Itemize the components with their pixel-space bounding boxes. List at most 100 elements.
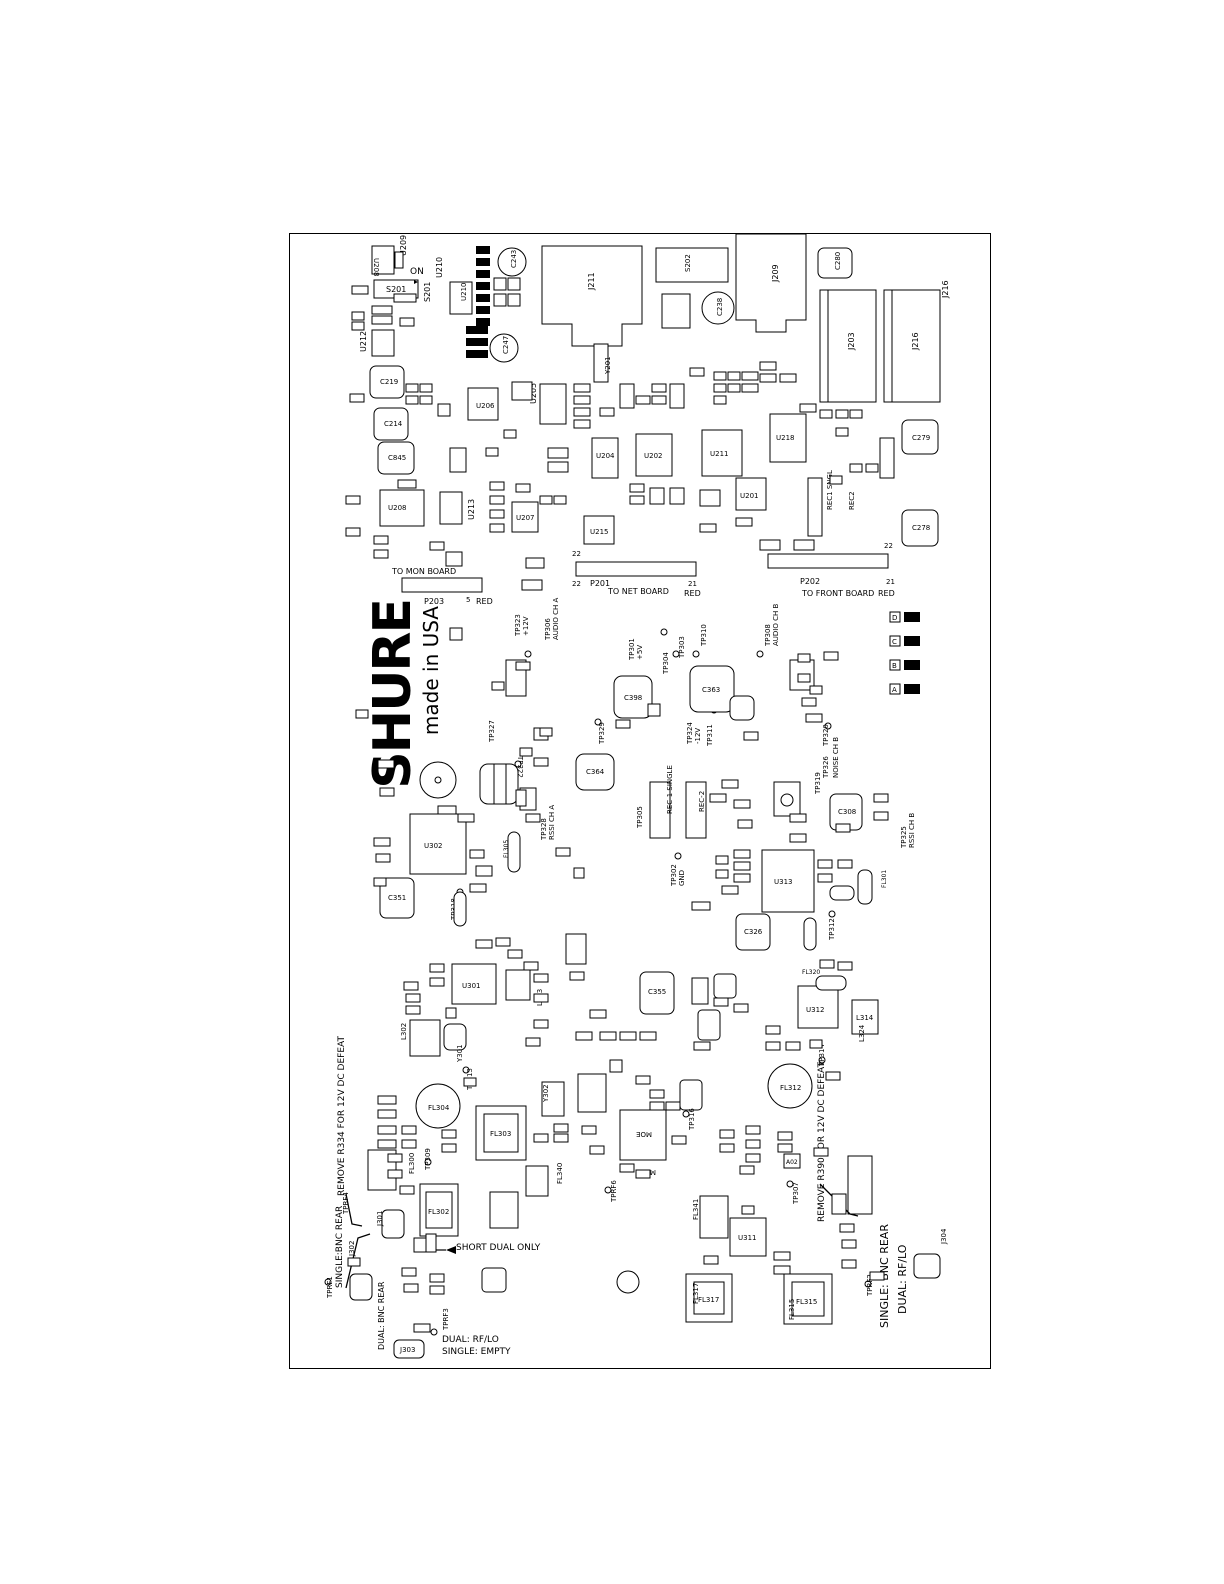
r-smd-1	[351, 285, 369, 295]
lower-section: C355 U301 L313 L302 Y301 U312 L314 L324 …	[324, 933, 948, 1359]
c238-label: C238	[716, 298, 724, 316]
tp324-desc: -12V	[694, 728, 702, 744]
c278-label: C278	[912, 524, 930, 532]
j209-outline	[735, 234, 807, 333]
c351-label: C351	[388, 894, 406, 902]
tp301-desc: +5V	[636, 645, 644, 660]
rec1-jumper	[649, 781, 671, 839]
u313-label: U313	[774, 878, 792, 886]
tp306-label: TP306	[544, 618, 552, 641]
r390-leader	[819, 1183, 859, 1217]
tprf6-label: TPRF6	[610, 1180, 618, 1203]
c280-outline	[817, 247, 853, 279]
lower-passives	[347, 937, 885, 1333]
c279-label: C279	[912, 434, 930, 442]
r-smd-7	[393, 293, 417, 303]
u204-label: U204	[596, 452, 615, 460]
tprf4-label: TPRF4	[342, 1192, 350, 1215]
upper-passives	[345, 361, 879, 591]
u211-outline	[701, 429, 743, 477]
j304-outline	[913, 1253, 941, 1279]
fl301-label: FL301	[881, 870, 888, 888]
u220-outline	[661, 293, 691, 329]
y201-outline	[593, 343, 609, 383]
tp308-pad	[756, 650, 764, 658]
p202-pin-a: 22	[884, 542, 893, 550]
u202-outline	[635, 433, 673, 477]
a02-label: A02	[786, 1159, 798, 1166]
c219-outline	[369, 365, 405, 399]
u301-label: U301	[462, 982, 480, 990]
r390-note: REMOVE R390 FOR 12V DC DEFEAT	[817, 1062, 827, 1222]
u209-label-b: U209	[399, 235, 408, 256]
c214-outline	[373, 407, 409, 441]
fl302-label: FL302	[428, 1208, 449, 1216]
l324-label: L324	[858, 1024, 866, 1042]
tp306-desc: AUDIO CH A	[552, 598, 560, 640]
tp304-label: TP304	[662, 652, 670, 675]
j216-outline	[883, 289, 941, 403]
rec2-label: REC-2	[698, 791, 706, 812]
j302-outline	[349, 1273, 373, 1301]
fl312-outline	[767, 1063, 813, 1109]
pcb-silkscreen-diagram: U208 U209 S201 S201 ON U210 U210	[289, 233, 991, 1369]
single-bnc-rear-left: SINGLE:BNC REAR	[335, 1206, 345, 1288]
u307-outline	[691, 977, 709, 1005]
rec2-top-label: REC2	[848, 491, 856, 510]
c280-label: C280	[834, 252, 842, 270]
fl303-label: FL303	[490, 1130, 511, 1138]
j304-dual-note: DUAL: RF/LO	[896, 1244, 909, 1314]
tprf2-label: TPRF2	[866, 1274, 874, 1297]
j211-outline	[541, 245, 643, 347]
fl305-outline	[507, 831, 521, 873]
c348-outline	[697, 1009, 721, 1041]
p202-board-label: TO FRONT BOARD	[801, 589, 874, 598]
tp308-label: TP308	[764, 624, 772, 647]
j302-label: J302	[348, 1241, 356, 1257]
j216-side-label: J216	[941, 280, 950, 299]
tp302-desc: GND	[678, 870, 686, 886]
c326-outline	[735, 913, 771, 951]
on-arrow-icon	[414, 280, 418, 284]
y301-label: Y301	[456, 1044, 464, 1063]
tp306-pad	[524, 650, 532, 658]
tp324-label: TP324	[686, 722, 694, 745]
fl341-label: FL341	[692, 1199, 700, 1220]
tp314-pad	[818, 1056, 826, 1064]
fl309-outline	[829, 885, 855, 901]
p203-wire: RED	[476, 597, 493, 606]
r334-note: REMOVE R334 FOR 12V DC DEFEAT	[337, 1036, 347, 1196]
u205-label: U205	[529, 383, 538, 404]
short-dual-note: SHORT DUAL ONLY	[456, 1243, 541, 1253]
u312-outline	[797, 985, 839, 1029]
fl300-label: FL300	[408, 1153, 416, 1174]
c247-label: C247	[502, 336, 510, 354]
j203-label: J203	[847, 332, 856, 351]
tprf6-pad	[604, 1186, 612, 1194]
u211-label: U211	[710, 450, 728, 458]
tp327-label: TP327	[488, 720, 496, 743]
u213-outline	[439, 491, 463, 525]
dip-d: D	[892, 614, 897, 622]
u206-label: U206	[476, 402, 495, 410]
middle-passives	[355, 627, 889, 911]
c363-label: C363	[702, 686, 720, 694]
p201-wire: RED	[684, 589, 701, 598]
tp328-label: TP328	[540, 818, 548, 841]
y302-outline	[541, 1081, 565, 1117]
tp322-label: TP322	[516, 755, 524, 778]
u210-label: U210	[435, 257, 444, 278]
u207-label: U207	[516, 514, 534, 522]
y201-label: Y201	[604, 356, 612, 375]
c-smd-6	[399, 317, 415, 327]
c355-outline	[639, 971, 675, 1015]
u301-outline	[451, 963, 497, 1005]
j303-outline	[393, 1339, 425, 1359]
c351-outline	[379, 877, 415, 919]
rec1-label: REC-1 SINGLE	[666, 765, 674, 814]
u207-outline	[511, 501, 539, 533]
s201-label: S201	[423, 282, 432, 302]
c231-outline	[394, 251, 404, 269]
fl315-label: FL315	[796, 1298, 817, 1306]
fl319-outline	[803, 917, 817, 951]
